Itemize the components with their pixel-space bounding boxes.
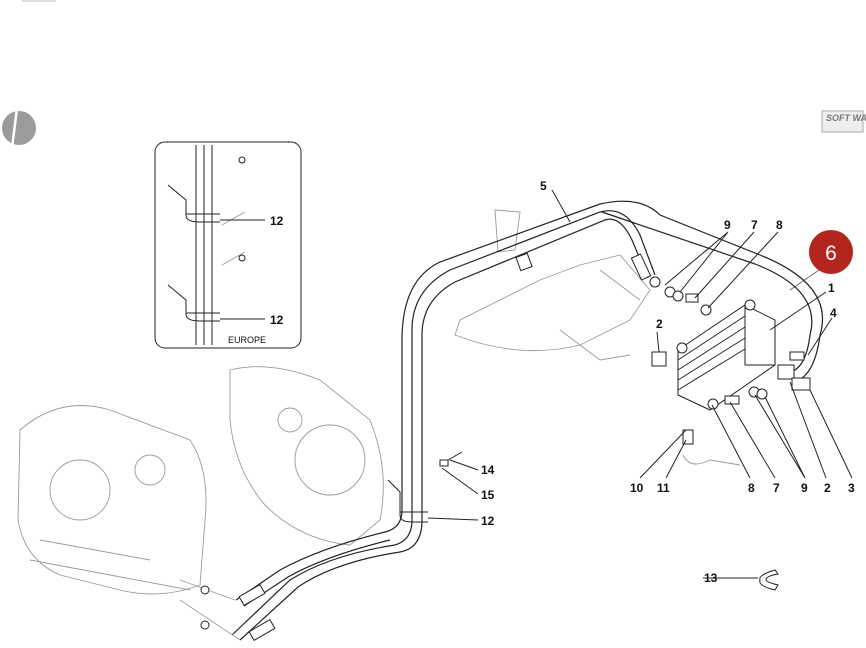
callout-7b: 7: [773, 481, 780, 495]
callout-3: 3: [848, 481, 855, 495]
callout-4: 4: [830, 306, 837, 320]
callout-1: 1: [828, 281, 835, 295]
callout-7: 7: [751, 218, 758, 232]
callout-9b: 9: [801, 481, 808, 495]
svg-text:SOFT WAY: SOFT WAY: [826, 113, 866, 123]
inset-caption: EUROPE: [228, 335, 266, 345]
fittings: [387, 276, 811, 591]
callout-8b: 8: [748, 481, 755, 495]
svg-text:6: 6: [825, 242, 837, 265]
callout-5: 5: [540, 179, 547, 193]
callout-11: 11: [657, 481, 670, 495]
leader-lines: [427, 189, 853, 579]
callout-15: 15: [481, 488, 495, 502]
callout-2b: 2: [824, 481, 831, 495]
callout-14: 14: [481, 463, 495, 477]
inset-europe: 12 12 EUROPE: [154, 141, 302, 349]
callout-2: 2: [656, 317, 663, 331]
oil-pipes: [179, 200, 824, 642]
inset-callout-12b: 12: [270, 313, 284, 327]
callout-10: 10: [630, 481, 644, 495]
softway-logo: SOFT WAY: [821, 110, 866, 133]
page-badge: 6: [789, 230, 853, 291]
frame-section: [454, 209, 651, 361]
callout-8: 8: [776, 218, 783, 232]
header-bar: [22, 0, 56, 2]
oil-cooler: [676, 299, 776, 411]
rotation-disc-icon: [2, 107, 36, 149]
engine-crankcase: [17, 366, 384, 595]
callouts: 5 9 7 8 1 4 2 10 11 8 7 9 2 3 14 15 12 1…: [481, 179, 855, 585]
callout-13: 13: [704, 571, 718, 585]
callout-9: 9: [724, 218, 731, 232]
inset-callout-12a: 12: [270, 214, 284, 228]
callout-12: 12: [481, 514, 495, 528]
